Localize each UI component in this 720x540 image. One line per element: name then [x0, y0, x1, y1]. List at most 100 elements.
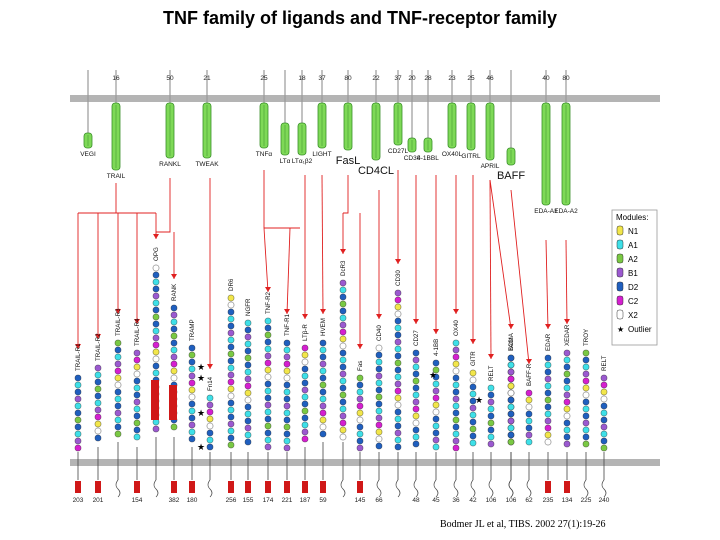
- receptor-module: [544, 375, 552, 383]
- arrow-lt-ltbr-head: [302, 314, 308, 319]
- receptor-module: [114, 339, 122, 347]
- receptor-module: [582, 419, 590, 427]
- receptor-module: [394, 429, 402, 437]
- receptor-tail: [340, 479, 346, 498]
- receptor-module: [114, 395, 122, 403]
- receptor-module: [152, 264, 160, 272]
- outlier-star: ★: [429, 370, 437, 380]
- receptor-module: [600, 423, 608, 431]
- receptor-module: [301, 400, 309, 408]
- receptor-module: [301, 351, 309, 359]
- receptor-module: [412, 377, 420, 385]
- legend-label: Outlier: [628, 325, 652, 334]
- receptor-module: [412, 426, 420, 434]
- receptor-module: [301, 344, 309, 352]
- receptor-module: [563, 433, 571, 441]
- receptor-module: [394, 380, 402, 388]
- receptor-module: [356, 416, 364, 424]
- receptor-module: [600, 395, 608, 403]
- receptor-module: [582, 440, 590, 448]
- receptor-module: [339, 300, 347, 308]
- receptor-module: [227, 308, 235, 316]
- receptor-module: [375, 386, 383, 394]
- receptor-module: [356, 430, 364, 438]
- ligand-label: LIGHT: [312, 151, 331, 158]
- receptor-module: [563, 349, 571, 357]
- receptor-module: [339, 321, 347, 329]
- receptor-tail: [583, 479, 589, 498]
- receptor-label: CD40: [376, 325, 383, 341]
- receptor-bottom-number: 187: [300, 497, 311, 504]
- receptor-module: [74, 409, 82, 417]
- ligand-top-number: 50: [166, 75, 174, 82]
- receptor-module: [525, 410, 533, 418]
- arrow-cd30l-head: [395, 259, 401, 264]
- receptor-module: [394, 401, 402, 409]
- receptor-module: [375, 351, 383, 359]
- receptor-module: [114, 388, 122, 396]
- receptor-module: [469, 432, 477, 440]
- receptor-module: [544, 417, 552, 425]
- receptor-module: [244, 326, 252, 334]
- lower-membrane: [70, 459, 660, 466]
- receptor-module: [544, 368, 552, 376]
- receptor-module: [170, 374, 178, 382]
- receptor-module: [375, 379, 383, 387]
- receptor-module: [432, 394, 440, 402]
- receptor-module: [244, 368, 252, 376]
- receptor-module: [319, 402, 327, 410]
- receptor-module: [544, 424, 552, 432]
- receptor-module: [394, 345, 402, 353]
- receptor-module: [507, 417, 515, 425]
- receptor-module: [339, 314, 347, 322]
- receptor-module: [452, 360, 460, 368]
- receptor-module: [227, 343, 235, 351]
- receptor-module: [301, 393, 309, 401]
- receptor-label: TRAIL-R4: [134, 318, 141, 346]
- receptor-module: [394, 331, 402, 339]
- receptor-label: BCMA: [508, 332, 515, 351]
- receptor-module: [94, 413, 102, 421]
- receptor-module: [339, 279, 347, 287]
- receptor-module: [507, 396, 515, 404]
- receptor-module: [244, 375, 252, 383]
- receptor-module: [301, 379, 309, 387]
- receptor-module: [600, 409, 608, 417]
- receptor-module: [74, 430, 82, 438]
- arrow-lt-r1-head: [284, 309, 290, 314]
- receptor-label: OX40: [453, 320, 460, 336]
- legend-item: A1: [616, 239, 638, 250]
- receptor-intracellular-domain: [228, 481, 234, 493]
- receptor-module: [114, 381, 122, 389]
- receptor-module: [244, 382, 252, 390]
- receptor-bottom-number: 66: [375, 497, 383, 504]
- receptor-module: [170, 325, 178, 333]
- receptor-module: [394, 366, 402, 374]
- receptor-module: [264, 387, 272, 395]
- receptor-module: [412, 370, 420, 378]
- ligand-label: BAFF: [497, 170, 525, 182]
- receptor-module: [264, 345, 272, 353]
- receptor-module: [264, 338, 272, 346]
- outlier-star: ★: [197, 373, 205, 383]
- receptor-module: [283, 367, 291, 375]
- receptor-module: [206, 394, 214, 402]
- receptor-module: [452, 430, 460, 438]
- receptor-module: [264, 380, 272, 388]
- receptor-label: DcR3: [340, 260, 347, 276]
- legend-label: D2: [628, 283, 639, 292]
- receptor-module: [227, 420, 235, 428]
- receptor-module: [339, 335, 347, 343]
- rankl-line: [156, 178, 171, 233]
- receptor-module: [432, 387, 440, 395]
- ligand-top-number: 37: [318, 75, 326, 82]
- receptor-module: [74, 437, 82, 445]
- receptor-module: [264, 408, 272, 416]
- legend-label: N1: [628, 227, 639, 236]
